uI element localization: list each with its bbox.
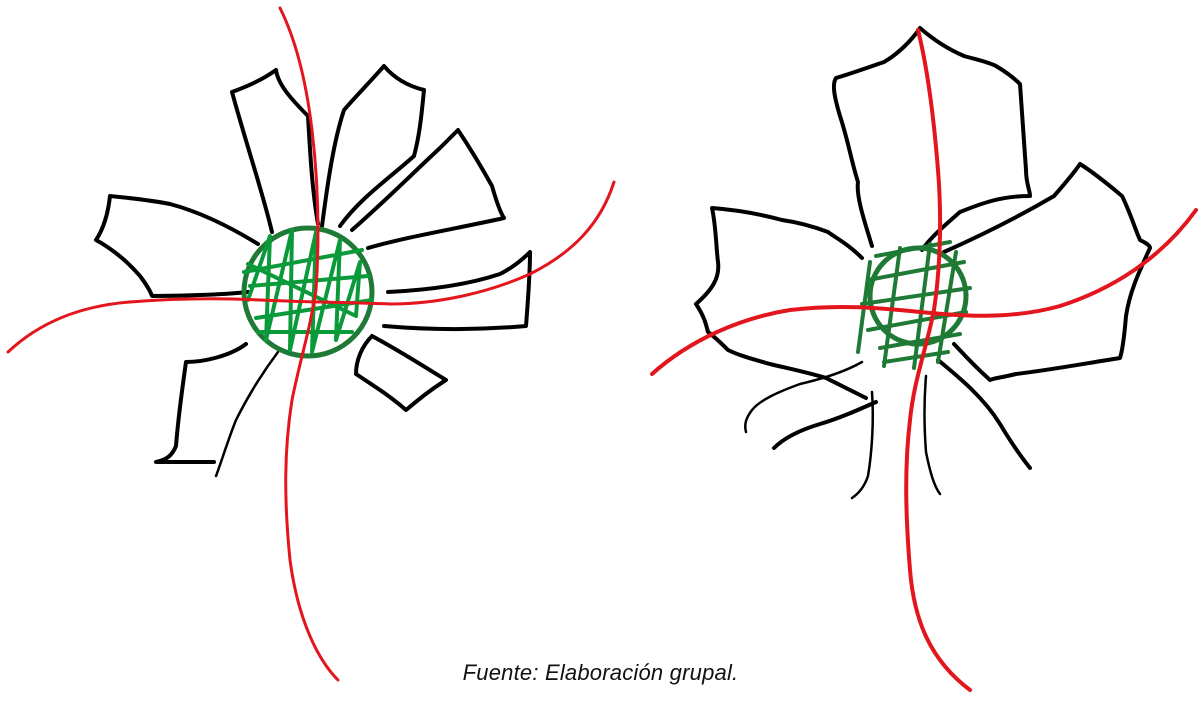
right-center-hatch <box>858 242 970 368</box>
left-petal-5 <box>356 336 446 410</box>
right-center <box>858 242 970 368</box>
right-petal-3 <box>696 208 866 398</box>
left-petal-8 <box>96 196 258 296</box>
right-petal-7 <box>925 376 941 494</box>
left-petal-1 <box>232 70 318 232</box>
right-petal-4 <box>774 402 876 448</box>
left-petal-6 <box>156 344 246 462</box>
right-petal-2 <box>944 164 1150 380</box>
left-petal-7 <box>216 352 278 476</box>
figure-caption: Fuente: Elaboración grupal. <box>0 660 1201 686</box>
left-petal-2 <box>322 66 424 226</box>
right-petals <box>696 28 1150 498</box>
left-petal-4 <box>384 252 530 329</box>
left-sketch <box>8 8 614 680</box>
right-sketch <box>652 28 1196 690</box>
right-petal-1 <box>834 28 1030 250</box>
